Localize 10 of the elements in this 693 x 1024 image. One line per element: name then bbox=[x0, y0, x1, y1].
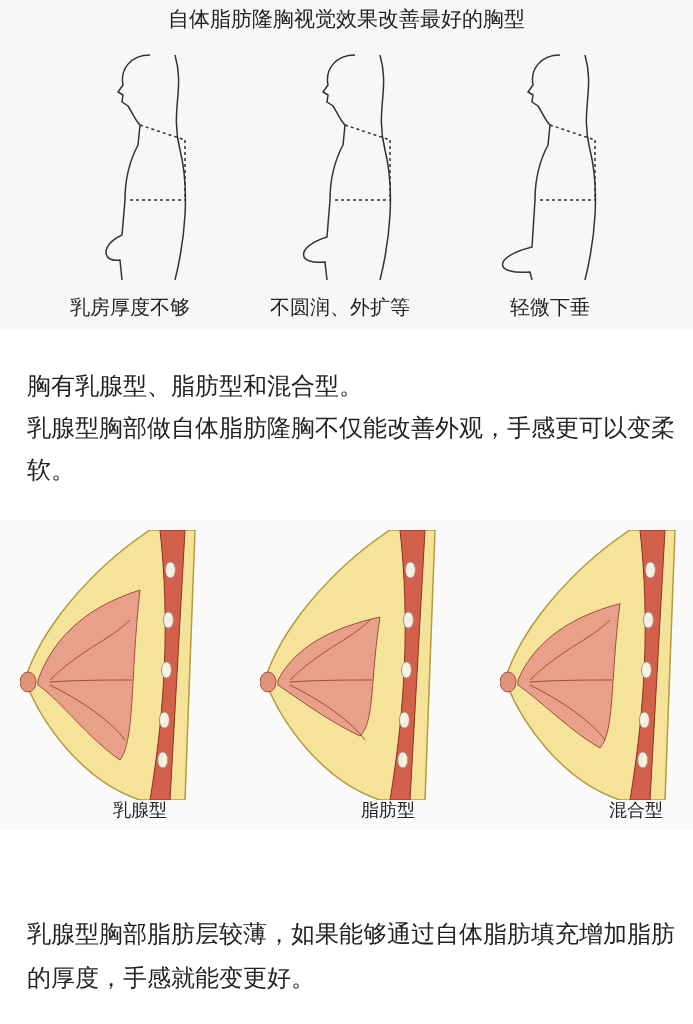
figure-caption: 脂肪型 bbox=[360, 798, 416, 822]
figure-caption: 乳房厚度不够 bbox=[69, 294, 191, 321]
paragraph: 乳腺型胸部做自体脂肪隆胸不仅能改善外观，手感更可以变柔软。 bbox=[27, 413, 676, 486]
paragraph: 乳腺型胸部脂肪层较薄，如果能够通过自体脂肪填充增加脂肪的厚度，手感就能变更好。 bbox=[27, 919, 676, 994]
figure-caption: 不圆润、外扩等 bbox=[269, 294, 411, 321]
figure-caption: 混合型 bbox=[608, 798, 664, 822]
figure-caption: 乳腺型 bbox=[112, 798, 168, 822]
figure-caption: 轻微下垂 bbox=[509, 294, 591, 321]
paragraph: 胸有乳腺型、脂肪型和混合型。 bbox=[27, 371, 364, 402]
figure-title: 自体脂肪隆胸视觉效果改善最好的胸型 bbox=[167, 6, 526, 33]
